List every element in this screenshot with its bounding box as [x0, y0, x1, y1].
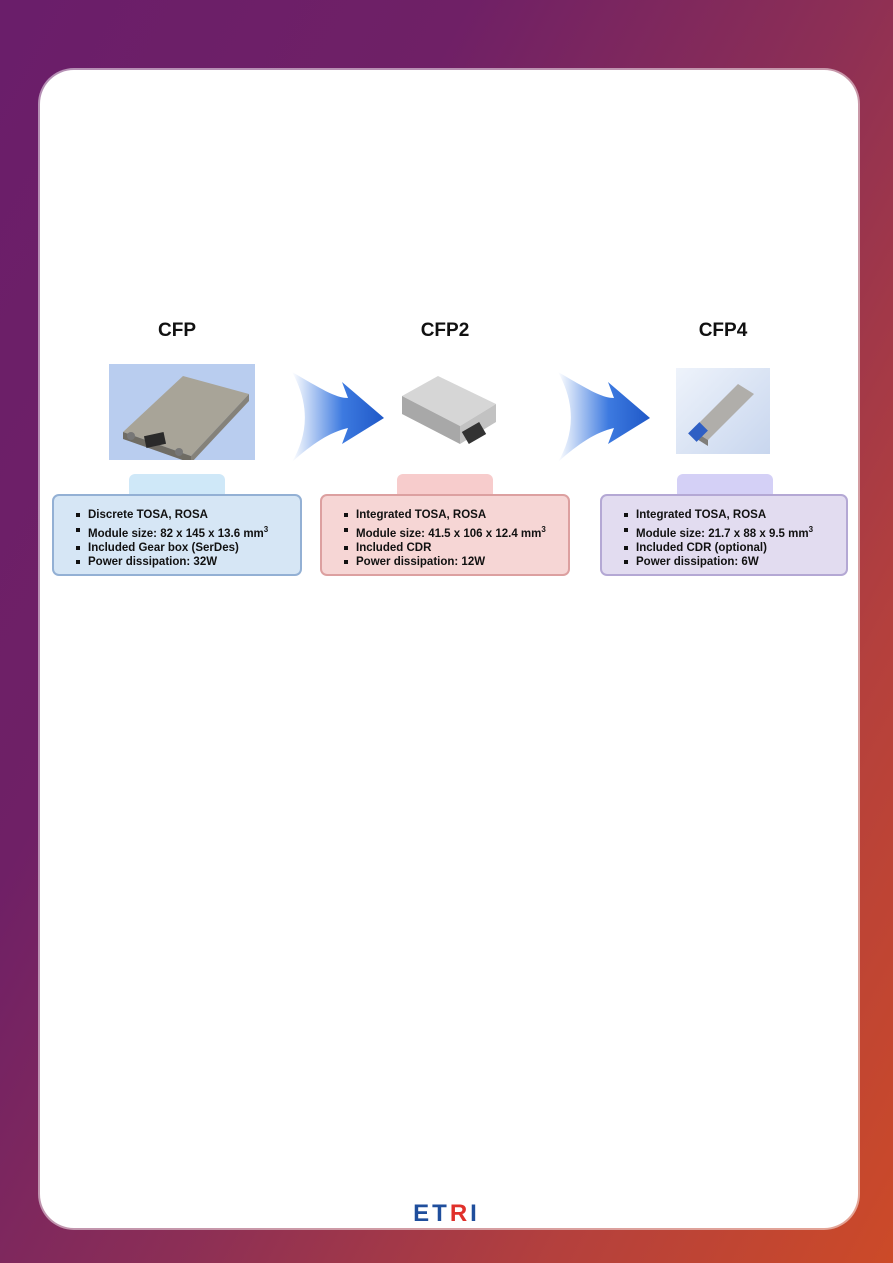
spec-box: Integrated TOSA, ROSA Module size: 41.5 …: [320, 494, 570, 576]
spec-item: Included CDR: [344, 541, 568, 556]
spec-item: Integrated TOSA, ROSA: [624, 508, 846, 523]
module-title: CFP4: [698, 320, 748, 341]
arrow-right-icon: [292, 372, 384, 462]
module-title: CFP: [158, 320, 196, 341]
arrow-right-icon: [558, 372, 650, 462]
spec-item: Module size: 82 x 145 x 13.6 mm3: [76, 523, 300, 541]
spec-box: Integrated TOSA, ROSA Module size: 21.7 …: [600, 494, 848, 576]
spec-item: Integrated TOSA, ROSA: [344, 508, 568, 523]
spec-item: Power dissipation: 6W: [624, 555, 846, 570]
module-title: CFP2: [420, 320, 470, 341]
spec-item: Included Gear box (SerDes): [76, 541, 300, 556]
cfp4-module-photo: [676, 368, 770, 454]
cfp2-module-photo: [398, 370, 498, 456]
spec-item: Power dissipation: 12W: [344, 555, 568, 570]
spec-item: Discrete TOSA, ROSA: [76, 508, 300, 523]
spec-box: Discrete TOSA, ROSA Module size: 82 x 14…: [52, 494, 302, 576]
spec-item: Power dissipation: 32W: [76, 555, 300, 570]
spec-item: Module size: 21.7 x 88 x 9.5 mm3: [624, 523, 846, 541]
slide-frame: [40, 70, 858, 1228]
cfp-module-photo: [109, 364, 255, 460]
spec-item: Module size: 41.5 x 106 x 12.4 mm3: [344, 523, 568, 541]
etri-logo: ETRI: [413, 1200, 480, 1227]
spec-item: Included CDR (optional): [624, 541, 846, 556]
